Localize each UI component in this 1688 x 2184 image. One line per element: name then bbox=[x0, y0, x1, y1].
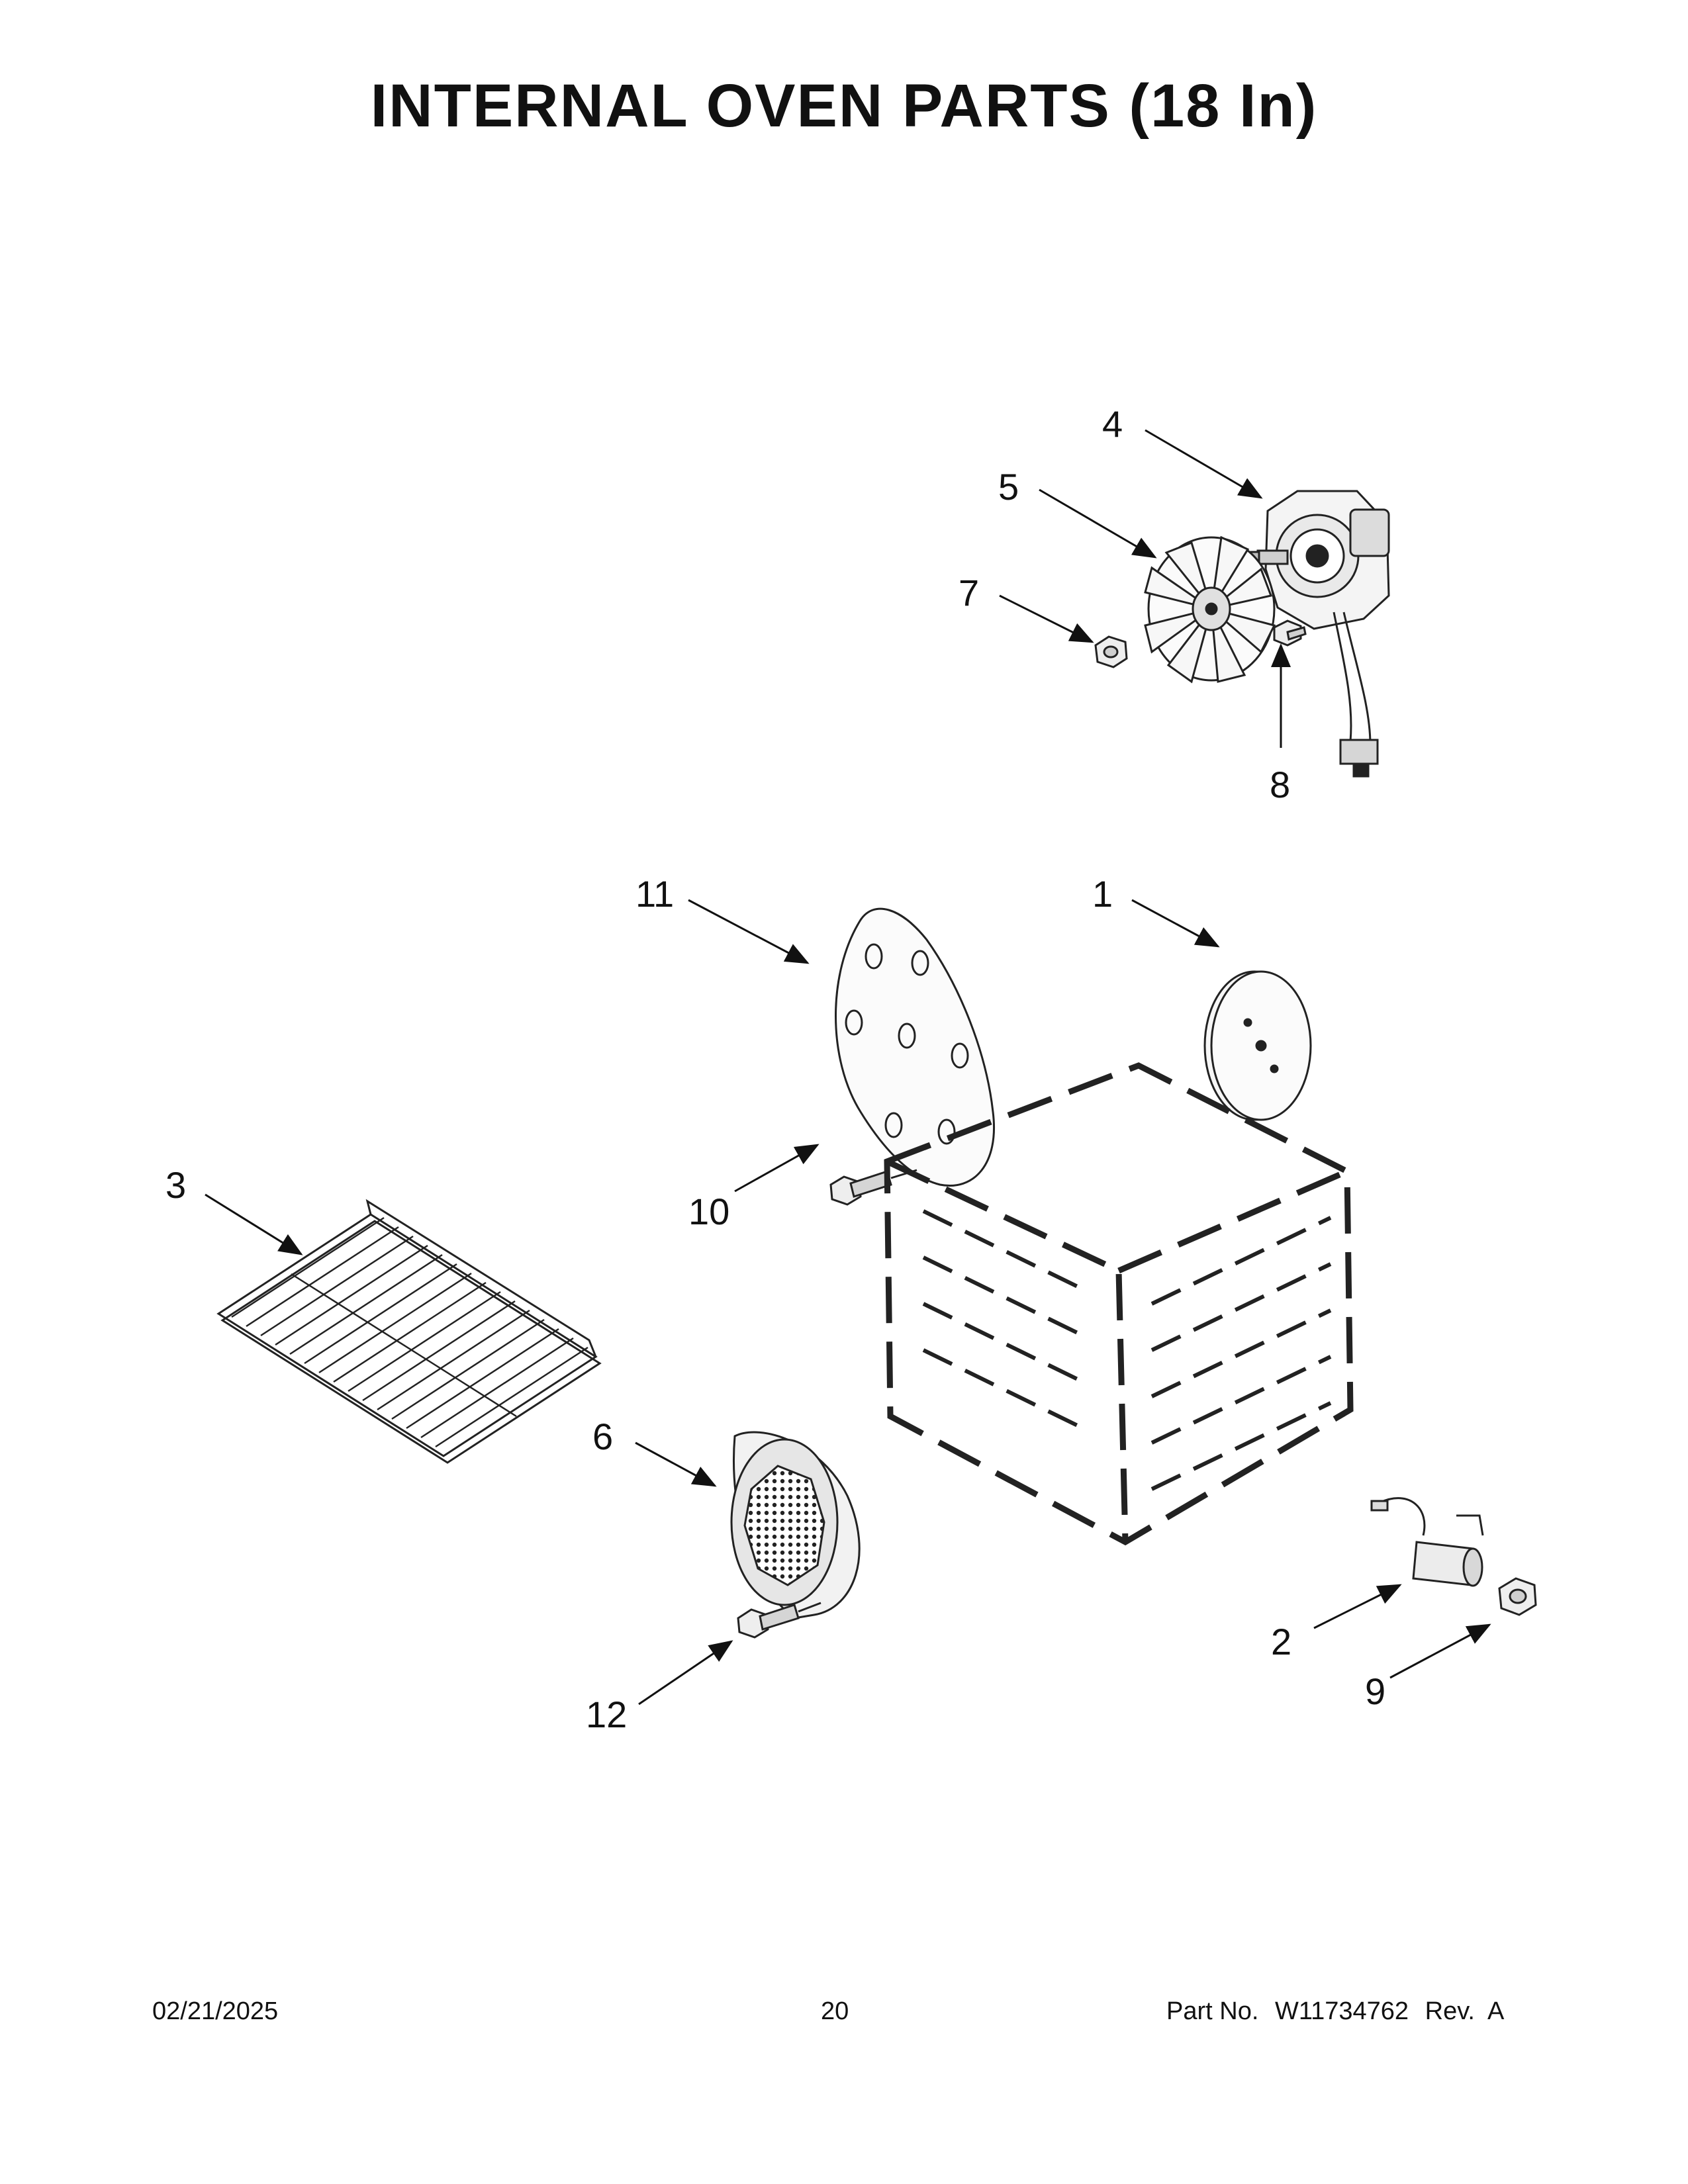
callout-9: 9 bbox=[1365, 1670, 1385, 1712]
callout-3: 3 bbox=[165, 1164, 186, 1206]
oven-rack-part bbox=[216, 1199, 602, 1464]
callout-6: 6 bbox=[592, 1416, 613, 1457]
arrow-6 bbox=[635, 1441, 717, 1487]
footer-part-number: Part No. W11734762 Rev. A bbox=[1166, 1997, 1513, 2026]
arrow-7 bbox=[999, 594, 1094, 643]
arrow-12 bbox=[638, 1640, 733, 1706]
oven-cavity-outline bbox=[884, 1062, 1354, 1546]
oven-rack-guides bbox=[922, 1209, 1332, 1491]
part-number-label: Part No. bbox=[1166, 1997, 1259, 2025]
footer-date: 02/21/2025 bbox=[152, 1997, 279, 2025]
oven-sensor-part bbox=[1370, 1497, 1484, 1587]
arrow-5 bbox=[1039, 488, 1157, 559]
round-cover-part bbox=[1203, 970, 1312, 1121]
footer-page-number: 20 bbox=[821, 1997, 849, 2025]
sensor-nut-part bbox=[1498, 1577, 1537, 1616]
callout-8: 8 bbox=[1270, 764, 1290, 805]
callout-4: 4 bbox=[1102, 403, 1123, 445]
arrow-10 bbox=[734, 1144, 820, 1193]
arrow-3 bbox=[205, 1193, 303, 1255]
callout-5: 5 bbox=[998, 466, 1019, 508]
page-title: INTERNAL OVEN PARTS (18 In) bbox=[370, 72, 1318, 140]
callout-12: 12 bbox=[586, 1694, 627, 1735]
arrow-4 bbox=[1145, 429, 1263, 499]
motor-screw-part bbox=[1273, 619, 1307, 647]
callout-labels: 4 5 7 8 11 1 10 3 6 12 2 9 bbox=[165, 403, 1385, 1735]
revision-label: Rev. A bbox=[1425, 1997, 1505, 2025]
callout-11: 11 bbox=[635, 873, 674, 915]
fan-blade-part bbox=[1144, 535, 1276, 684]
plate-screw-part bbox=[829, 1169, 917, 1206]
fan-cover-part bbox=[730, 1431, 861, 1619]
rear-gasket-plate-part bbox=[835, 907, 995, 1187]
callout-1: 1 bbox=[1092, 873, 1113, 915]
callout-7: 7 bbox=[959, 572, 979, 614]
arrow-1 bbox=[1131, 899, 1220, 948]
fan-nut-part bbox=[1094, 635, 1128, 668]
callout-2: 2 bbox=[1271, 1621, 1291, 1662]
part-number-value: W11734762 bbox=[1274, 1997, 1409, 2025]
callout-10: 10 bbox=[688, 1191, 729, 1232]
arrow-2 bbox=[1313, 1584, 1402, 1629]
arrow-11 bbox=[688, 899, 810, 964]
fan-cover-screw-part bbox=[737, 1602, 821, 1639]
leader-arrows bbox=[205, 429, 1491, 1706]
arrow-9 bbox=[1389, 1623, 1491, 1679]
